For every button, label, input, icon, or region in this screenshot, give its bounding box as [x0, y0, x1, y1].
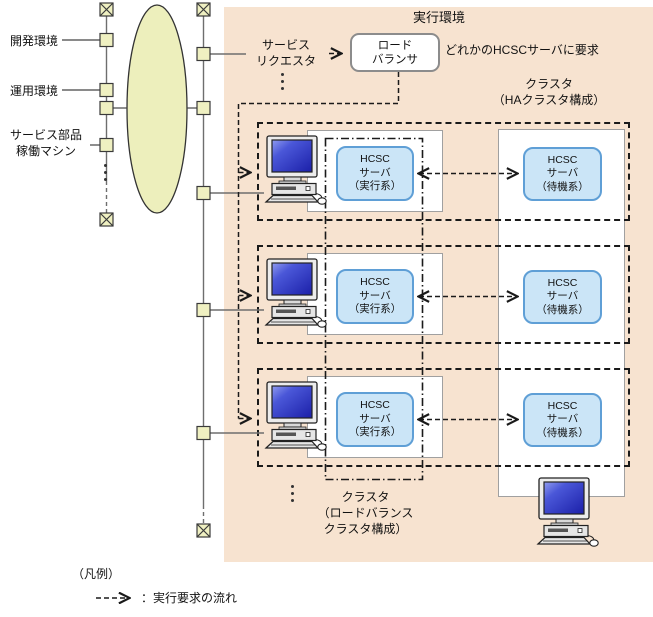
hcsc-standby-server-3: HCSC サーバ （待機系）: [523, 393, 602, 447]
more-requesters-dots: [281, 73, 284, 90]
hcsc-standby-server-2: HCSC サーバ （待機系）: [523, 270, 602, 324]
lb-cluster-label: クラスタ （ロードバランス クラスタ構成）: [317, 490, 414, 536]
legend-flow-label: ：実行要求の流れ: [141, 591, 238, 605]
ha-cluster-label: クラスタ （HAクラスタ構成）: [492, 77, 606, 107]
load-balancer-box: ロード バランサ: [350, 33, 440, 72]
legend-title: （凡例）: [72, 567, 121, 581]
hcsc-active-server-2: HCSC サーバ （実行系）: [336, 269, 414, 324]
env-title: 実行環境: [412, 10, 465, 25]
legend-flow-item: ：実行要求の流れ: [95, 589, 237, 606]
hcsc-standby-server-1: HCSC サーバ （待機系）: [523, 147, 602, 201]
hcsc-active-server-1: HCSC サーバ （実行系）: [336, 146, 414, 201]
dev-env-label: 開発環境: [10, 34, 59, 48]
more-clusters-dots: [291, 485, 294, 502]
more-machines-dots: [104, 164, 107, 181]
service-requester-label: サービス リクエスタ: [255, 38, 316, 68]
ops-env-label: 運用環境: [10, 84, 59, 98]
service-machine-label: サービス部品 稼働マシン: [9, 128, 82, 158]
network-node-squares: [99, 32, 211, 441]
request-note: どれかのHCSCサーバに要求: [445, 43, 599, 57]
dashed-arrow-icon: [96, 592, 139, 604]
hcsc-active-server-3: HCSC サーバ （実行系）: [336, 392, 414, 447]
terminator-nodes: [99, 2, 211, 538]
network-ellipse: [126, 4, 188, 214]
